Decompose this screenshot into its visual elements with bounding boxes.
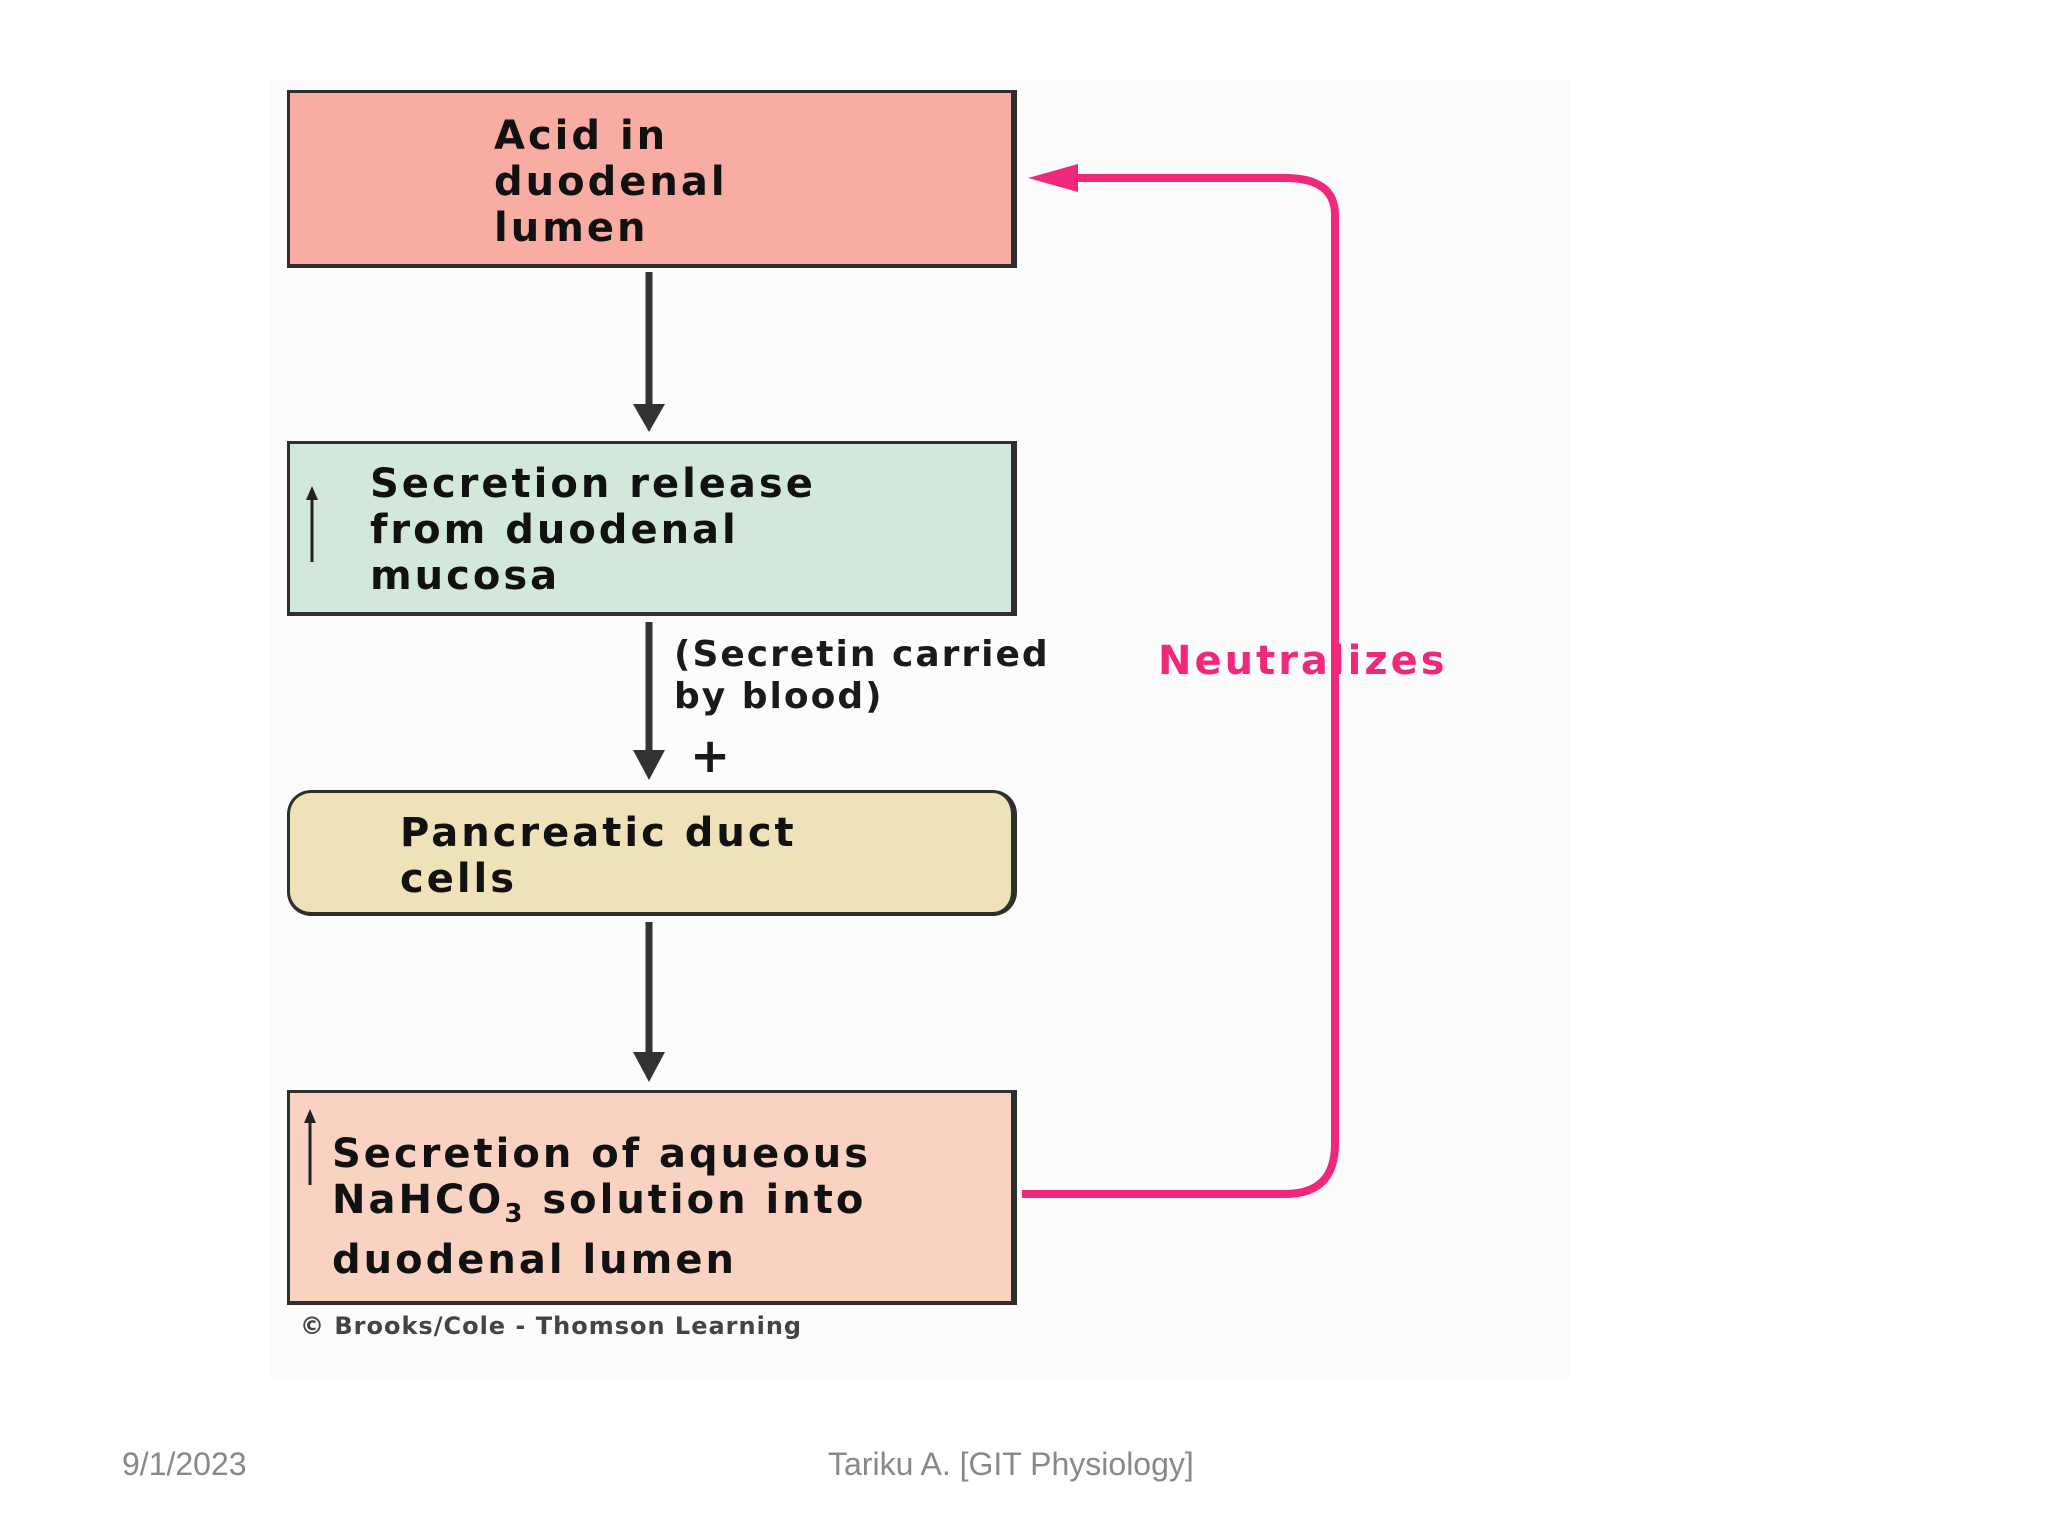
bicarbonate-line-1: Secretion of aqueous (332, 1131, 872, 1177)
arrow-pancreatic-to-bicarbonate (633, 922, 665, 1082)
secretin-release-box: Secretion release from duodenal mucosa (287, 441, 1017, 616)
footer-date: 9/1/2023 (122, 1446, 247, 1482)
bicarbonate-line-2-subscript: 3 (504, 1199, 526, 1229)
pancreatic-duct-cells-label: Pancreatic duct cells (400, 810, 797, 902)
secretin-carried-note: (Secretin carried by blood) (674, 634, 1050, 717)
arrow-acid-to-secretin (633, 272, 665, 432)
neutralizes-feedback-arrow (1022, 164, 1339, 1198)
increase-arrow-icon (306, 486, 318, 562)
acid-in-lumen-box: Acid in duodenal lumen (287, 90, 1017, 268)
acid-in-lumen-label: Acid in duodenal lumen (494, 113, 728, 251)
stimulation-plus-sign: + (690, 728, 731, 784)
secretin-release-label: Secretion release from duodenal mucosa (370, 461, 816, 599)
bicarbonate-line-2-post: solution into (525, 1177, 867, 1223)
bicarbonate-line-2-pre: NaHCO (332, 1177, 505, 1223)
image-credit: © Brooks/Cole - Thomson Learning (300, 1312, 803, 1340)
bicarbonate-secretion-label: Secretion of aqueous NaHCO3 solution int… (332, 1131, 871, 1283)
footer-author: Tariku A. [GIT Physiology] (828, 1446, 1194, 1482)
arrow-secretin-to-pancreatic (633, 622, 665, 780)
neutralizes-label: Neutralizes (1158, 638, 1448, 684)
increase-arrow-icon (304, 1109, 316, 1185)
bicarbonate-secretion-box: Secretion of aqueous NaHCO3 solution int… (287, 1090, 1017, 1305)
pancreatic-duct-cells-box: Pancreatic duct cells (287, 790, 1017, 916)
bicarbonate-line-3: duodenal lumen (332, 1237, 737, 1283)
